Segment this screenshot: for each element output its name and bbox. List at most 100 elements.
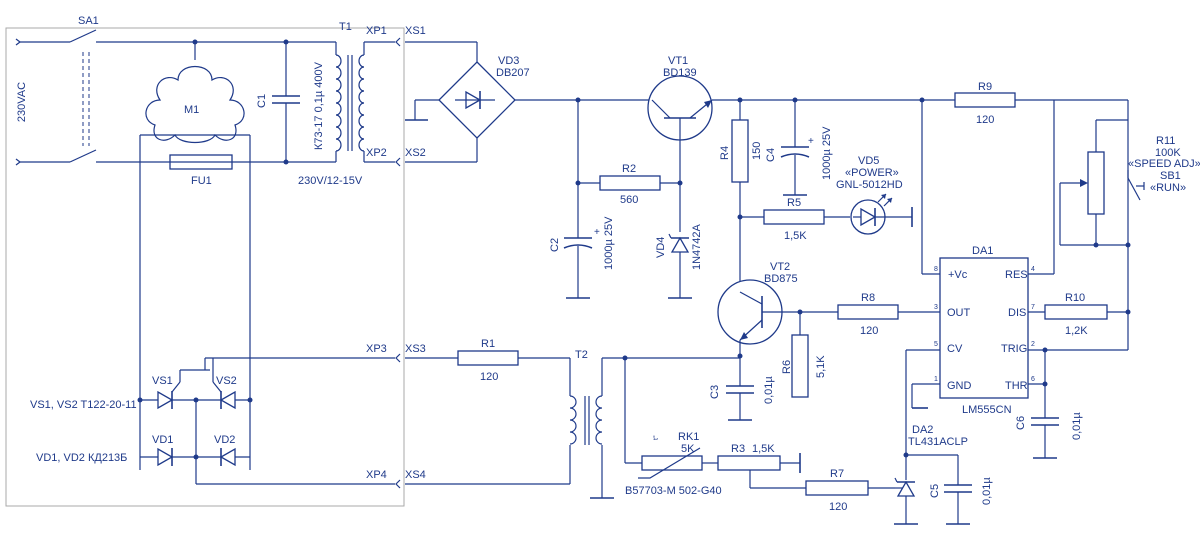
fuse-label: FU1: [191, 175, 212, 187]
thermistor-rk1: t° RK1 5K B57703-M 502-G40: [624, 358, 722, 497]
vd4-part: 1N4742A: [691, 223, 703, 270]
r1-value: 120: [480, 371, 498, 383]
shunt-da2: DA2 TL431ACLP: [894, 349, 968, 525]
c3-value: 0,01µ: [763, 376, 775, 404]
capacitor-c6: C6 0,01µ: [1015, 412, 1083, 459]
capacitor-c3: C3 0,01µ: [709, 356, 775, 421]
vt1-label: VT1: [668, 55, 688, 67]
transistor-vt1: VT1 BD139: [647, 55, 713, 141]
bridge-vd3: VD3 DB207: [405, 55, 530, 139]
pushbutton-sb1: SB1 «RUN»: [1127, 170, 1186, 201]
da1-pin-gnd: GND: [947, 380, 972, 392]
t1-label: T1: [339, 21, 352, 33]
t2-label: T2: [575, 349, 588, 361]
vd5-label: VD5: [858, 155, 879, 167]
resistor-r8: R8 120: [795, 292, 940, 337]
r8-label: R8: [861, 292, 875, 304]
da2-label: DA2: [912, 424, 933, 436]
r2-label: R2: [622, 163, 636, 175]
transistor-vt2: VT2 BD875: [717, 261, 798, 359]
resistor-r10: R10 1,2K: [1044, 210, 1131, 350]
resistor-r7: R7 120: [805, 468, 895, 513]
rk1-part: B57703-M 502-G40: [625, 485, 722, 497]
svg-text:+: +: [594, 227, 600, 238]
da1-pin2-num: 2: [1031, 341, 1035, 348]
da1-pin4-num: 4: [1031, 266, 1035, 273]
da1-pin1-num: 1: [934, 376, 938, 383]
c1-label: C1: [256, 94, 268, 108]
da1-part: LM555CN: [962, 404, 1012, 416]
ic-da1: +Vc OUT CV GND RES DIS TRIG THR 8 3 5 1 …: [911, 100, 1055, 416]
t1-rating: 230V/12-15V: [298, 175, 363, 187]
xs1-label: XS1: [405, 25, 426, 37]
r8-value: 120: [860, 325, 878, 337]
r3-label: R3: [731, 443, 745, 455]
xs4-label: XS4: [405, 469, 426, 481]
sa1-switch: SA1: [69, 15, 286, 163]
rk1-t-mark: t°: [652, 435, 660, 440]
xp3-label: XP3: [366, 343, 387, 355]
motor-label: M1: [184, 104, 199, 116]
resistor-r1: R1 120: [405, 338, 571, 396]
da1-pin-vc: +Vc: [948, 269, 968, 281]
c4-value: 1000µ 25V: [821, 126, 833, 180]
c4-label: C4: [765, 148, 777, 162]
rk1-value: 5K: [681, 443, 695, 455]
r4-label: R4: [719, 146, 731, 160]
r9-label: R9: [978, 81, 992, 93]
capacitor-c2: + C2 1000µ 25V: [549, 100, 615, 299]
vd1-label: VD1: [152, 434, 173, 446]
c6-label: C6: [1015, 416, 1027, 430]
resistor-r2: R2 560: [578, 163, 683, 206]
led-vd5: VD5 «POWER» GNL-5012HD: [836, 155, 913, 235]
thyristors-note: VS1, VS2 T122-20-11: [30, 399, 137, 411]
resistor-r4: R4 150: [719, 100, 763, 292]
r10-value: 1,2K: [1065, 325, 1088, 337]
zener-vd4: VD4 1N4742A: [655, 138, 703, 299]
da1-label: DA1: [972, 245, 993, 257]
svg-text:+: +: [808, 136, 814, 147]
c1-value: К73-17 0,1µ 400V: [313, 61, 325, 150]
da1-pin-dis: DIS: [1008, 307, 1026, 319]
potentiometer-r11: R11 100K «SPEED ADJ»: [1059, 119, 1200, 248]
c5-value: 0,01µ: [981, 477, 993, 505]
mains-label: 230VAC: [16, 82, 28, 122]
xp1-label: XP1: [366, 25, 387, 37]
mains-input: 230VAC: [15, 38, 70, 166]
da1-pin-out: OUT: [947, 307, 971, 319]
c5-label: C5: [929, 484, 941, 498]
vt2-label: VT2: [770, 261, 790, 273]
xs2-label: XS2: [405, 147, 426, 159]
da1-pin8-num: 8: [934, 266, 938, 273]
r7-label: R7: [830, 468, 844, 480]
r10-label: R10: [1065, 292, 1085, 304]
da1-pin-res: RES: [1005, 269, 1028, 281]
xp4-label: XP4: [366, 469, 387, 481]
diode-vd1: VD1: [152, 434, 173, 467]
c6-value: 0,01µ: [1071, 412, 1083, 440]
capacitor-c4: + C4 1000µ 25V: [765, 100, 833, 196]
r11-label: R11: [1156, 135, 1175, 147]
r11-note: «SPEED ADJ»: [1128, 158, 1200, 170]
da1-pin7-num: 7: [1031, 304, 1035, 311]
enclosure-panel: [5, 27, 405, 507]
vd2-label: VD2: [214, 434, 235, 446]
r11-value: 100K: [1155, 147, 1181, 159]
vs1-label: VS1: [152, 375, 173, 387]
vd3-part: DB207: [496, 67, 530, 79]
vs2-label: VS2: [216, 375, 237, 387]
vt2-part: BD875: [764, 273, 798, 285]
vd12-note: VD1, VD2 КД213Б: [36, 452, 127, 464]
resistor-r6: R6 5,1K: [781, 312, 827, 398]
c2-label: C2: [549, 238, 561, 252]
fuse-fu1: FU1: [169, 154, 286, 187]
motor-m1: M1: [140, 39, 250, 144]
da2-part: TL431ACLP: [908, 436, 968, 448]
r1-label: R1: [481, 338, 495, 350]
xs3-label: XS3: [405, 343, 426, 355]
vd4-label: VD4: [655, 237, 667, 258]
da1-pin6-num: 6: [1031, 376, 1035, 383]
da1-pin-thr: THR: [1005, 380, 1028, 392]
vd3-label: VD3: [498, 55, 519, 67]
